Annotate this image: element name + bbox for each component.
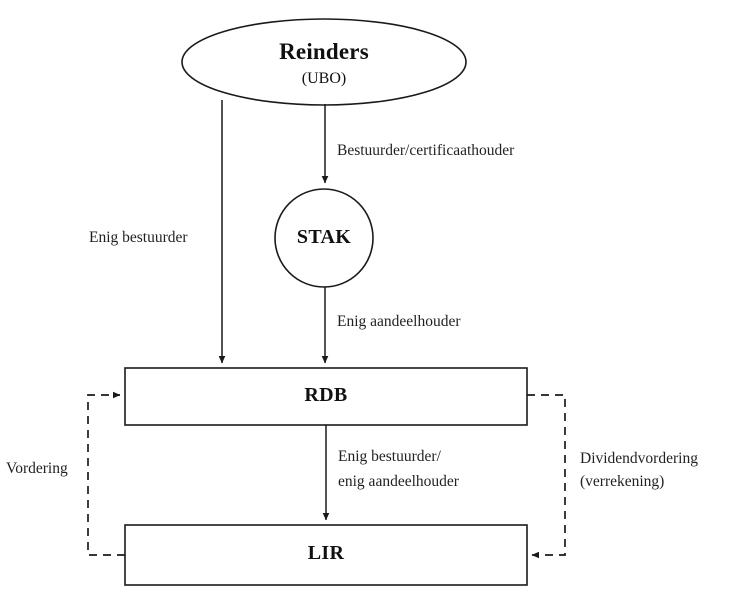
edge-label-bestuurder-certificaathouder: Bestuurder/certificaathouder xyxy=(337,142,515,159)
edge-label-enig-aandeelhouder: Enig aandeelhouder xyxy=(337,313,461,330)
edge-label-enig-bestuurder-aandeelhouder-line1: Enig bestuurder/ xyxy=(338,448,441,465)
node-reinders-sublabel: (UBO) xyxy=(301,70,347,87)
node-stak-label: STAK xyxy=(296,226,352,248)
node-rdb-label: RDB xyxy=(304,384,348,406)
node-reinders-shape[interactable] xyxy=(181,18,467,106)
edge-label-dividendvordering-line2: (verrekening) xyxy=(580,473,665,490)
node-stak-shape[interactable] xyxy=(274,188,374,288)
edge-dividendvordering xyxy=(527,394,566,559)
edge-label-vordering: Vordering xyxy=(6,460,68,477)
edge-label-enig-bestuurder-aandeelhouder-line2: enig aandeelhouder xyxy=(338,473,459,490)
edge-label-enig-bestuurder: Enig bestuurder xyxy=(89,229,188,246)
edge-label-dividendvordering-line1: Dividendvordering xyxy=(580,450,698,467)
node-lir-label: LIR xyxy=(307,542,345,564)
edge-vordering xyxy=(87,391,125,556)
node-reinders-label: Reinders xyxy=(279,39,369,64)
